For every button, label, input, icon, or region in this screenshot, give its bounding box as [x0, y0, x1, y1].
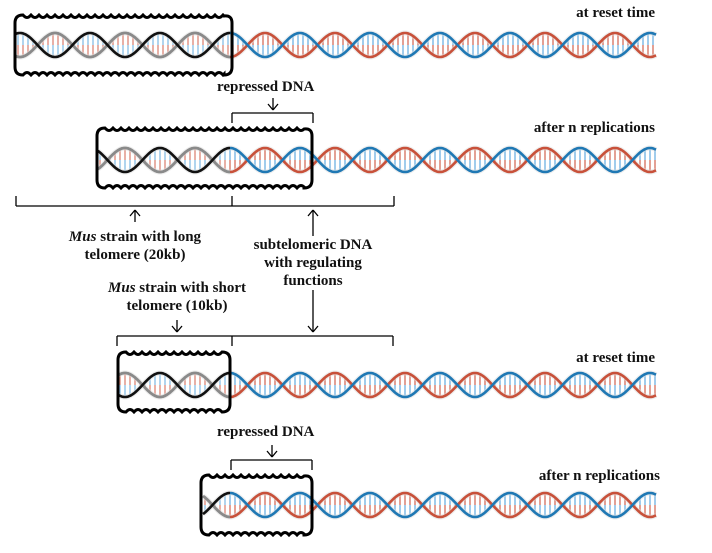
dna-helix-short-reset	[116, 370, 658, 400]
dna-strand-blue	[230, 491, 657, 519]
subtelomeric-arrow-down-head	[307, 325, 314, 333]
strand-halo	[15, 30, 658, 60]
state-label-short-after: after n replications	[538, 468, 660, 484]
dna-strand-blue	[230, 146, 657, 174]
telomere-box-long-after	[95, 125, 314, 191]
short-strain-label: Mus strain with short telomere (10kb)	[108, 280, 246, 314]
telomere-strand-grey	[117, 371, 230, 399]
state-label-long-reset: at reset time	[576, 5, 655, 21]
dna-helix-long-after	[96, 145, 658, 175]
dna-helix-short-after	[201, 490, 658, 520]
dna-strand-blue	[230, 31, 657, 59]
short-telomere-arrow-head	[171, 325, 178, 333]
subtelomeric-arrow-down-head	[312, 325, 319, 333]
telomere-strand-black	[97, 146, 230, 174]
repressed-arrow-top-head	[272, 103, 279, 111]
repressed-arrow-bottom-head	[271, 450, 278, 458]
repressed-dna-label-bottom: repressed DNA	[217, 424, 315, 440]
subtelomeric-label: subtelomeric DNA with regulating functio…	[253, 237, 373, 289]
telomere-strand-grey	[97, 146, 230, 174]
dna-strand-red	[230, 31, 657, 59]
telomere-boxes	[13, 12, 314, 538]
telomere-strand-grey	[202, 494, 230, 519]
telomere-strand-black	[202, 491, 230, 516]
brackets-and-arrows	[15, 98, 395, 470]
dna-helices	[15, 30, 658, 520]
long-telomere-arrow-head	[134, 209, 141, 217]
telomere-box-short-reset	[116, 349, 232, 415]
state-label-long-after: after n replications	[533, 120, 655, 136]
repressed-dna-label-top: repressed DNA	[217, 79, 315, 95]
repressed-arrow-top-head	[267, 103, 274, 111]
short-telomere-arrow-head	[176, 325, 183, 333]
state-label-short-reset: at reset time	[576, 350, 655, 366]
telomere-strand-black	[15, 31, 230, 59]
genus-name: Mus	[108, 280, 136, 296]
telomere-strand-black	[117, 371, 230, 399]
subtelomeric-arrow-up-head	[312, 209, 319, 217]
dna-strand-red	[230, 146, 657, 174]
telomere-box-short-after	[199, 472, 314, 538]
repressed-arrow-bottom-head	[266, 450, 273, 458]
subtelomeric-arrow-up-head	[307, 209, 314, 217]
genus-name: Mus	[68, 229, 97, 245]
dna-strand-red	[230, 371, 657, 399]
long-telomere-arrow-head	[129, 209, 136, 217]
telomere-strand-grey	[15, 31, 230, 59]
telomere-box-long-reset	[13, 12, 234, 78]
dna-strand-red	[230, 491, 657, 519]
dna-helix-long-reset	[15, 30, 658, 60]
long-strain-label: Mus strain with long telomere (20kb)	[68, 229, 202, 263]
dna-strand-blue	[230, 371, 657, 399]
